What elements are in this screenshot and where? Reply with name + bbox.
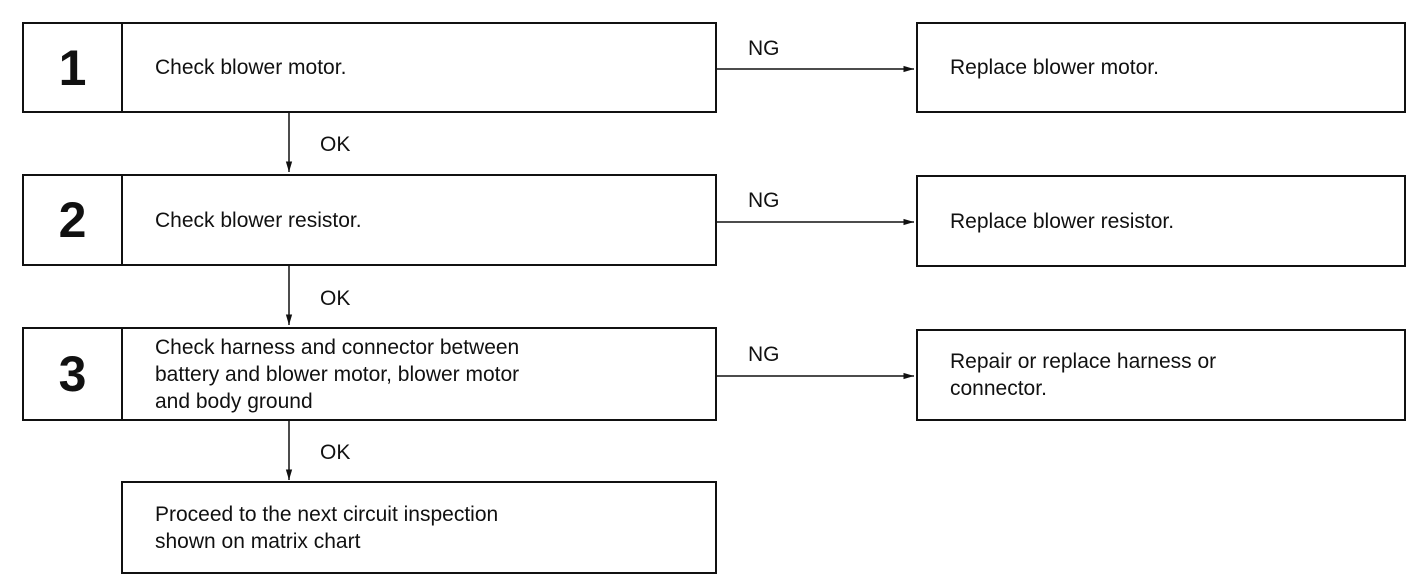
step-2-text: Check blower resistor. [155, 208, 362, 232]
step-3-ok-label: OK [320, 441, 351, 464]
step-3-ng-result-text: Repair or replace harness or connector. [950, 350, 1217, 400]
step-3-text: Check harness and connector between batt… [155, 335, 520, 413]
step-3-ng-result-box: Repair or replace harness or connector. [916, 329, 1406, 421]
step-1-ok-label: OK [320, 133, 351, 156]
step-2-ng-label: NG [748, 189, 780, 212]
step-2-ng-result-box: Replace blower resistor. [916, 175, 1406, 267]
step-1-ng-result-box: Replace blower motor. [916, 22, 1406, 113]
step-2-ok-label: OK [320, 287, 351, 310]
step-3-box: 3 Check harness and connector between ba… [22, 327, 717, 421]
step-1-ng-result-text: Replace blower motor. [950, 56, 1159, 79]
step-1-number: 1 [24, 24, 123, 111]
step-2-ng-result-text: Replace blower resistor. [950, 209, 1175, 233]
final-step-box: Proceed to the next circuit inspection s… [121, 481, 717, 574]
step-1-box: 1 Check blower motor. [22, 22, 717, 113]
step-1-text: Check blower motor. [155, 56, 347, 79]
final-step-text: Proceed to the next circuit inspection s… [155, 502, 499, 553]
step-1-ng-label: NG [748, 37, 780, 60]
step-3-number: 3 [24, 329, 123, 419]
step-2-box: 2 Check blower resistor. [22, 174, 717, 266]
step-3-ng-label: NG [748, 343, 780, 366]
step-2-number: 2 [24, 176, 123, 264]
